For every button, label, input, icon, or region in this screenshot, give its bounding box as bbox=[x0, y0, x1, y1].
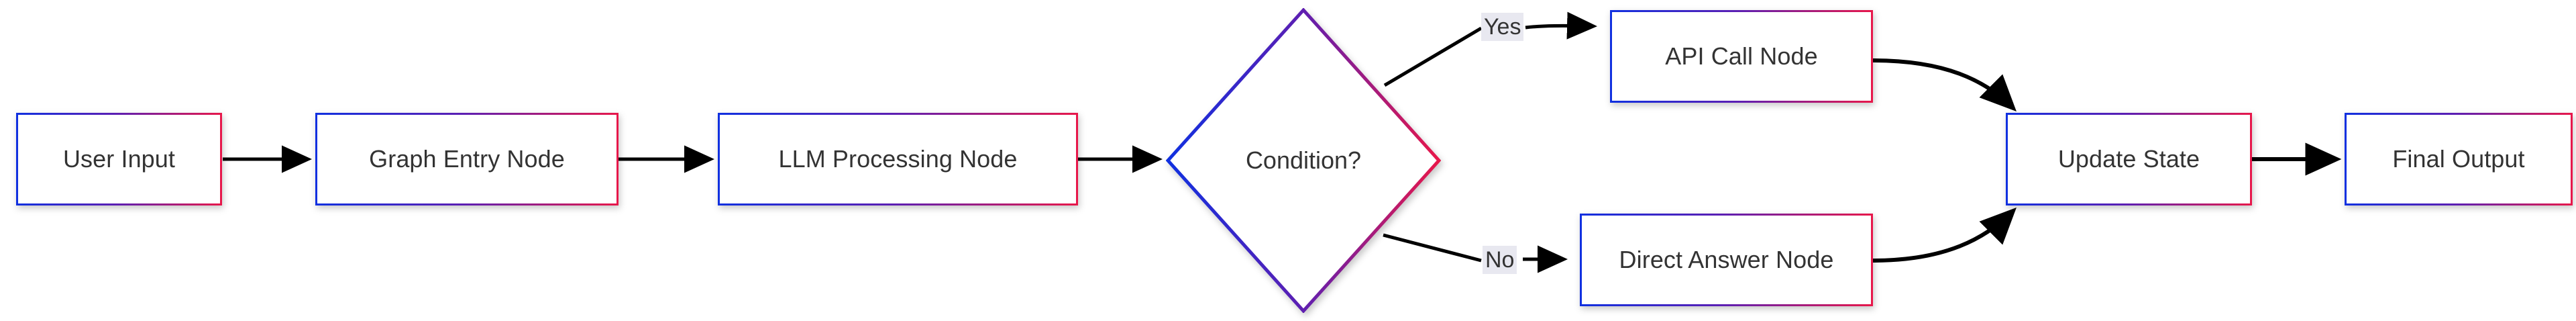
edge-direct-answer-to-update-state bbox=[1872, 208, 2017, 263]
condition-diamond-shape bbox=[1165, 7, 1442, 314]
edge-yes-to-api-call bbox=[1525, 11, 1597, 40]
node-condition[interactable]: Condition? bbox=[1165, 7, 1442, 314]
node-llm-processing[interactable]: LLM Processing Node bbox=[718, 113, 1078, 205]
node-user-input-fill: User Input bbox=[18, 115, 220, 203]
node-update-state-fill: Update State bbox=[2008, 115, 2250, 203]
node-final-output[interactable]: Final Output bbox=[2345, 113, 2573, 205]
node-llm-processing-fill: LLM Processing Node bbox=[720, 115, 1076, 203]
node-final-output-fill: Final Output bbox=[2347, 115, 2571, 203]
edge-label-yes: Yes bbox=[1481, 13, 1524, 42]
node-api-call-fill: API Call Node bbox=[1612, 12, 1871, 101]
node-llm-processing-label: LLM Processing Node bbox=[778, 145, 1018, 173]
node-graph-entry-fill: Graph Entry Node bbox=[317, 115, 616, 203]
edge-label-no: No bbox=[1483, 246, 1517, 275]
node-graph-entry-label: Graph Entry Node bbox=[369, 145, 565, 173]
node-api-call[interactable]: API Call Node bbox=[1610, 10, 1873, 103]
node-user-input[interactable]: User Input bbox=[16, 113, 222, 205]
node-direct-answer[interactable]: Direct Answer Node bbox=[1580, 214, 1873, 306]
node-final-output-label: Final Output bbox=[2392, 145, 2525, 173]
node-direct-answer-label: Direct Answer Node bbox=[1619, 246, 1834, 273]
node-update-state[interactable]: Update State bbox=[2006, 113, 2252, 205]
node-update-state-label: Update State bbox=[2057, 145, 2200, 173]
node-graph-entry[interactable]: Graph Entry Node bbox=[315, 113, 619, 205]
node-user-input-label: User Input bbox=[62, 145, 176, 173]
node-api-call-label: API Call Node bbox=[1665, 42, 1818, 70]
node-direct-answer-fill: Direct Answer Node bbox=[1582, 216, 1871, 304]
edge-api-call-to-update-state bbox=[1872, 58, 2017, 111]
node-condition-label: Condition? bbox=[1245, 146, 1362, 174]
